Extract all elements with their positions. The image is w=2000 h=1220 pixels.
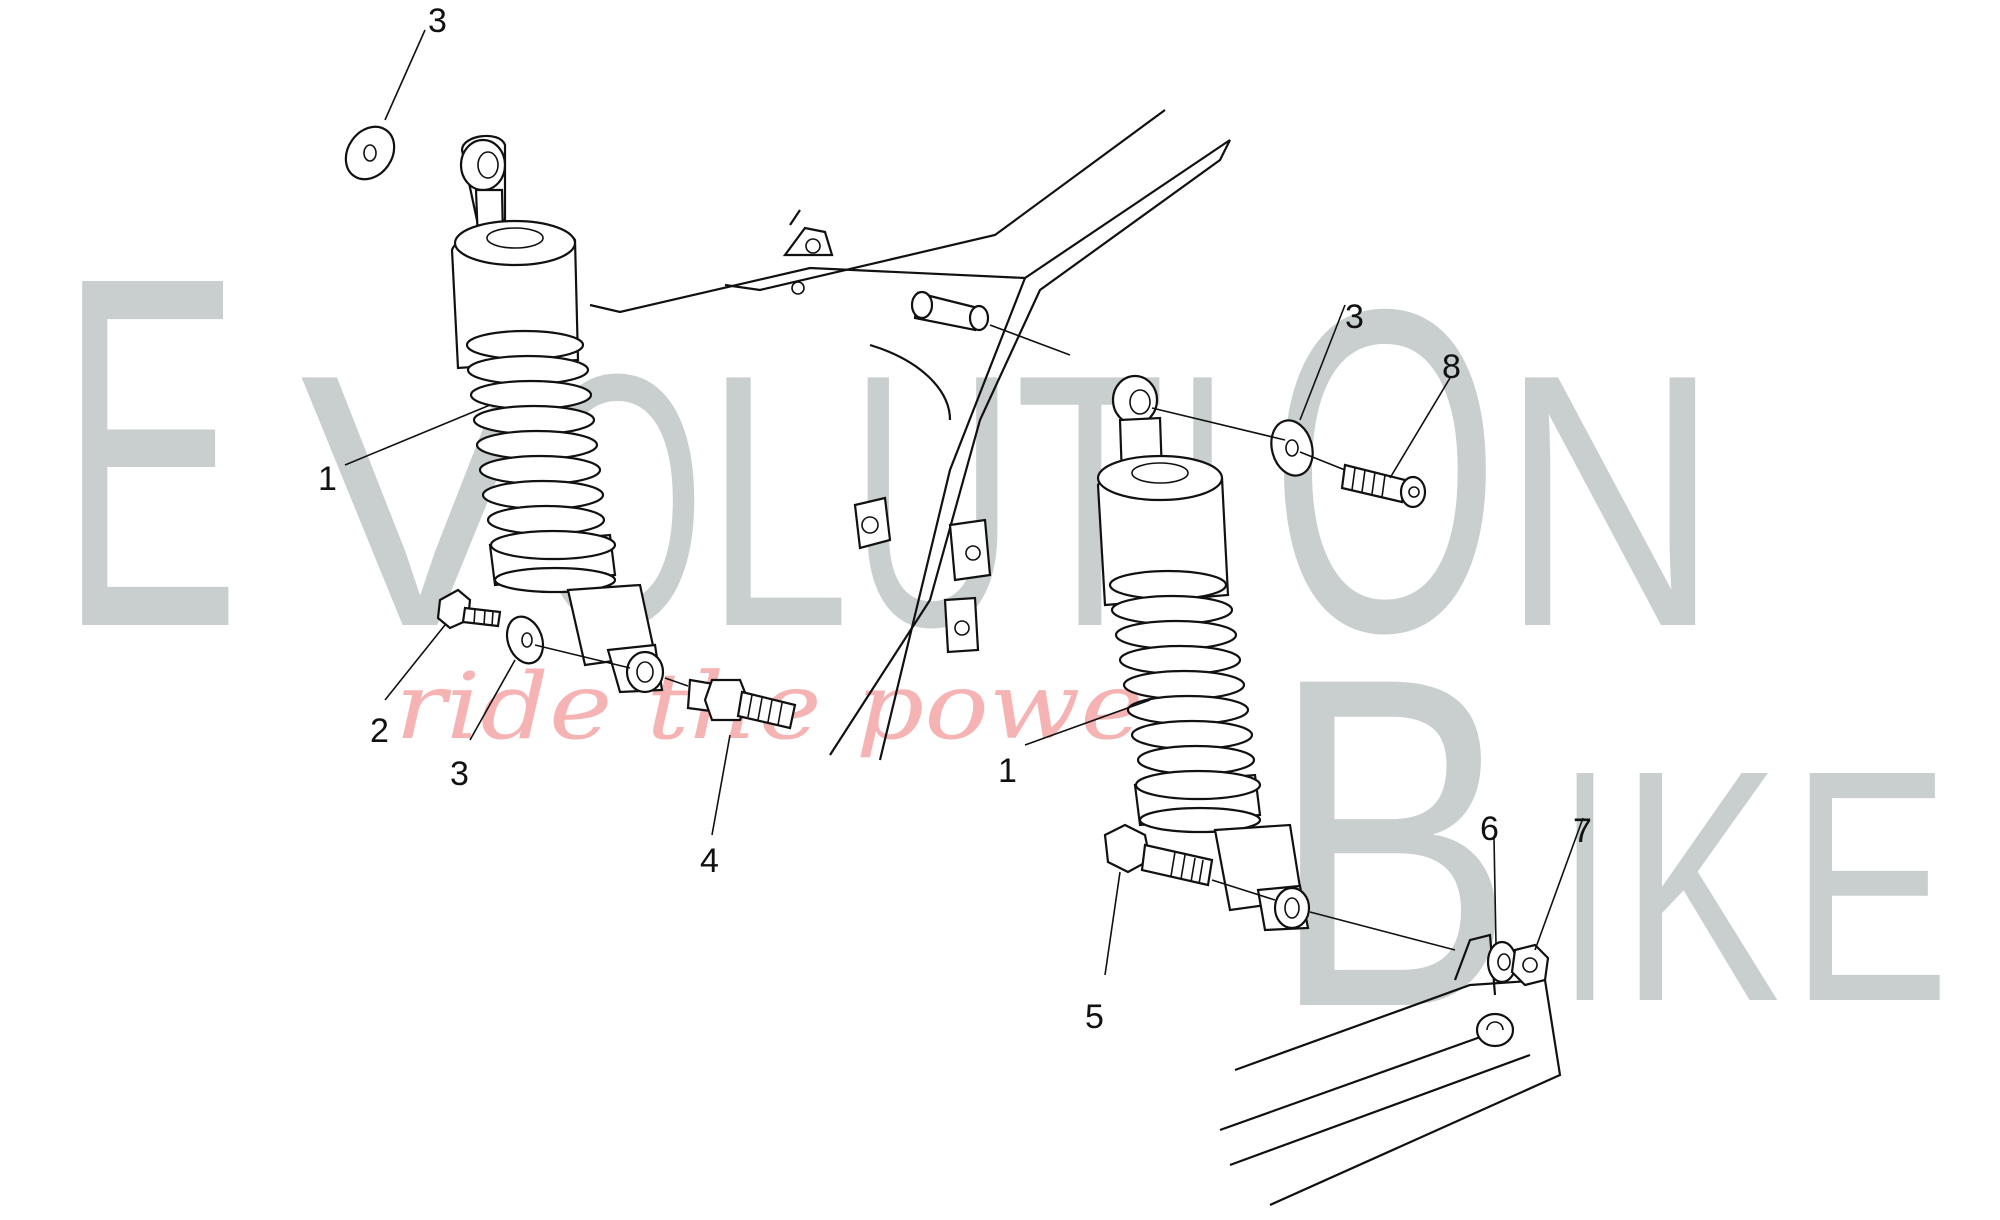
left-shock-spring <box>465 329 606 536</box>
watermark-letter-i-2: I <box>1560 701 1610 1070</box>
watermark-letter-b: B <box>1270 580 1515 1105</box>
frame <box>589 109 1231 761</box>
callout-6: 6 <box>1480 810 1499 848</box>
washer-right <box>1270 419 1314 477</box>
right-shock-absorber <box>1096 374 1311 932</box>
left-shock-absorber <box>450 134 665 694</box>
leader-lines <box>344 29 1584 976</box>
assembly-lines <box>534 324 1456 951</box>
watermark-letter-e-2: E <box>1790 701 1950 1070</box>
washer-lower-left <box>505 615 545 665</box>
washer-6 <box>1486 940 1518 984</box>
bolt-8 <box>1340 463 1427 509</box>
swingarm <box>1219 933 1562 1207</box>
watermark-letter-k: K <box>1620 701 1780 1070</box>
callout-8: 8 <box>1442 348 1461 386</box>
watermark-letter-o-large: O <box>1270 215 1500 728</box>
callout-5: 5 <box>1085 998 1104 1036</box>
callout-3-right: 3 <box>1345 298 1364 336</box>
watermark-letter-e: E <box>60 172 240 731</box>
nut-7 <box>1510 943 1550 987</box>
stud-4 <box>686 678 797 730</box>
watermark: E V O L U T I O N B I K E ride the power <box>60 172 1950 1105</box>
callout-2: 2 <box>370 712 389 750</box>
bolt-5 <box>1103 823 1214 887</box>
callout-1-right: 1 <box>998 752 1017 790</box>
callout-3-top: 3 <box>428 2 447 40</box>
callout-7: 7 <box>1573 812 1592 850</box>
watermark-tagline: ride the power <box>395 653 1201 760</box>
callout-4: 4 <box>700 842 719 880</box>
right-shock-spring <box>1108 569 1256 776</box>
callout-3-lower-left: 3 <box>450 755 469 793</box>
callout-1-left: 1 <box>318 460 337 498</box>
watermark-letter-n: N <box>1500 300 1720 702</box>
watermark-letter-l: L <box>705 300 850 702</box>
bolt-2 <box>436 588 502 630</box>
washer-top-left <box>344 125 396 181</box>
callouts: 3 1 2 3 4 1 3 8 5 6 7 <box>318 2 1592 1036</box>
